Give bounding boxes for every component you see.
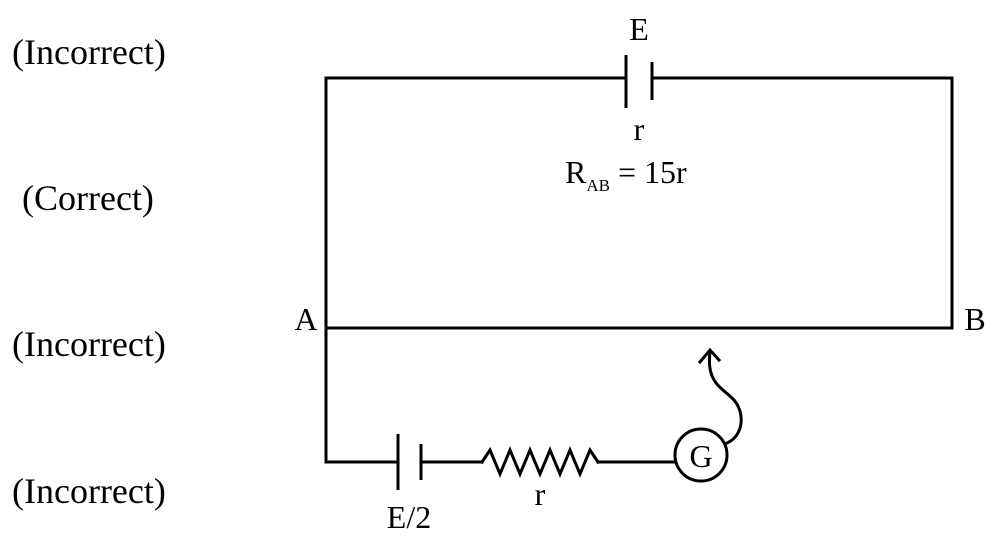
secondary-cell-label: E/2 xyxy=(387,499,431,535)
wire-resistance-symbol: R xyxy=(565,154,587,190)
option-status-4: (Incorrect) xyxy=(12,471,166,511)
series-resistor-label: r xyxy=(535,476,546,512)
main-cell-resistance-label: r xyxy=(634,111,645,147)
galvanometer-symbol: G xyxy=(673,427,729,483)
wire-resistance-subscript: AB xyxy=(586,176,610,195)
option-status-3: (Incorrect) xyxy=(12,324,166,364)
node-b-label: B xyxy=(964,301,985,337)
option-status-1: (Incorrect) xyxy=(12,32,166,72)
secondary-cell-symbol xyxy=(396,434,423,490)
wire-resistance-value: = 15r xyxy=(610,154,687,190)
galvanometer-circle xyxy=(673,427,729,483)
series-resistor-symbol xyxy=(479,446,601,478)
node-a-label: A xyxy=(294,301,317,337)
main-cell-symbol xyxy=(624,55,654,108)
jockey-lead xyxy=(707,350,743,445)
wire-resistance-label: RAB = 15r xyxy=(565,154,687,195)
option-status-2: (Correct) xyxy=(22,178,154,218)
main-cell-label: E xyxy=(629,11,649,47)
galvanometer-label: G xyxy=(689,438,712,474)
jockey-arrow-icon xyxy=(697,347,722,365)
